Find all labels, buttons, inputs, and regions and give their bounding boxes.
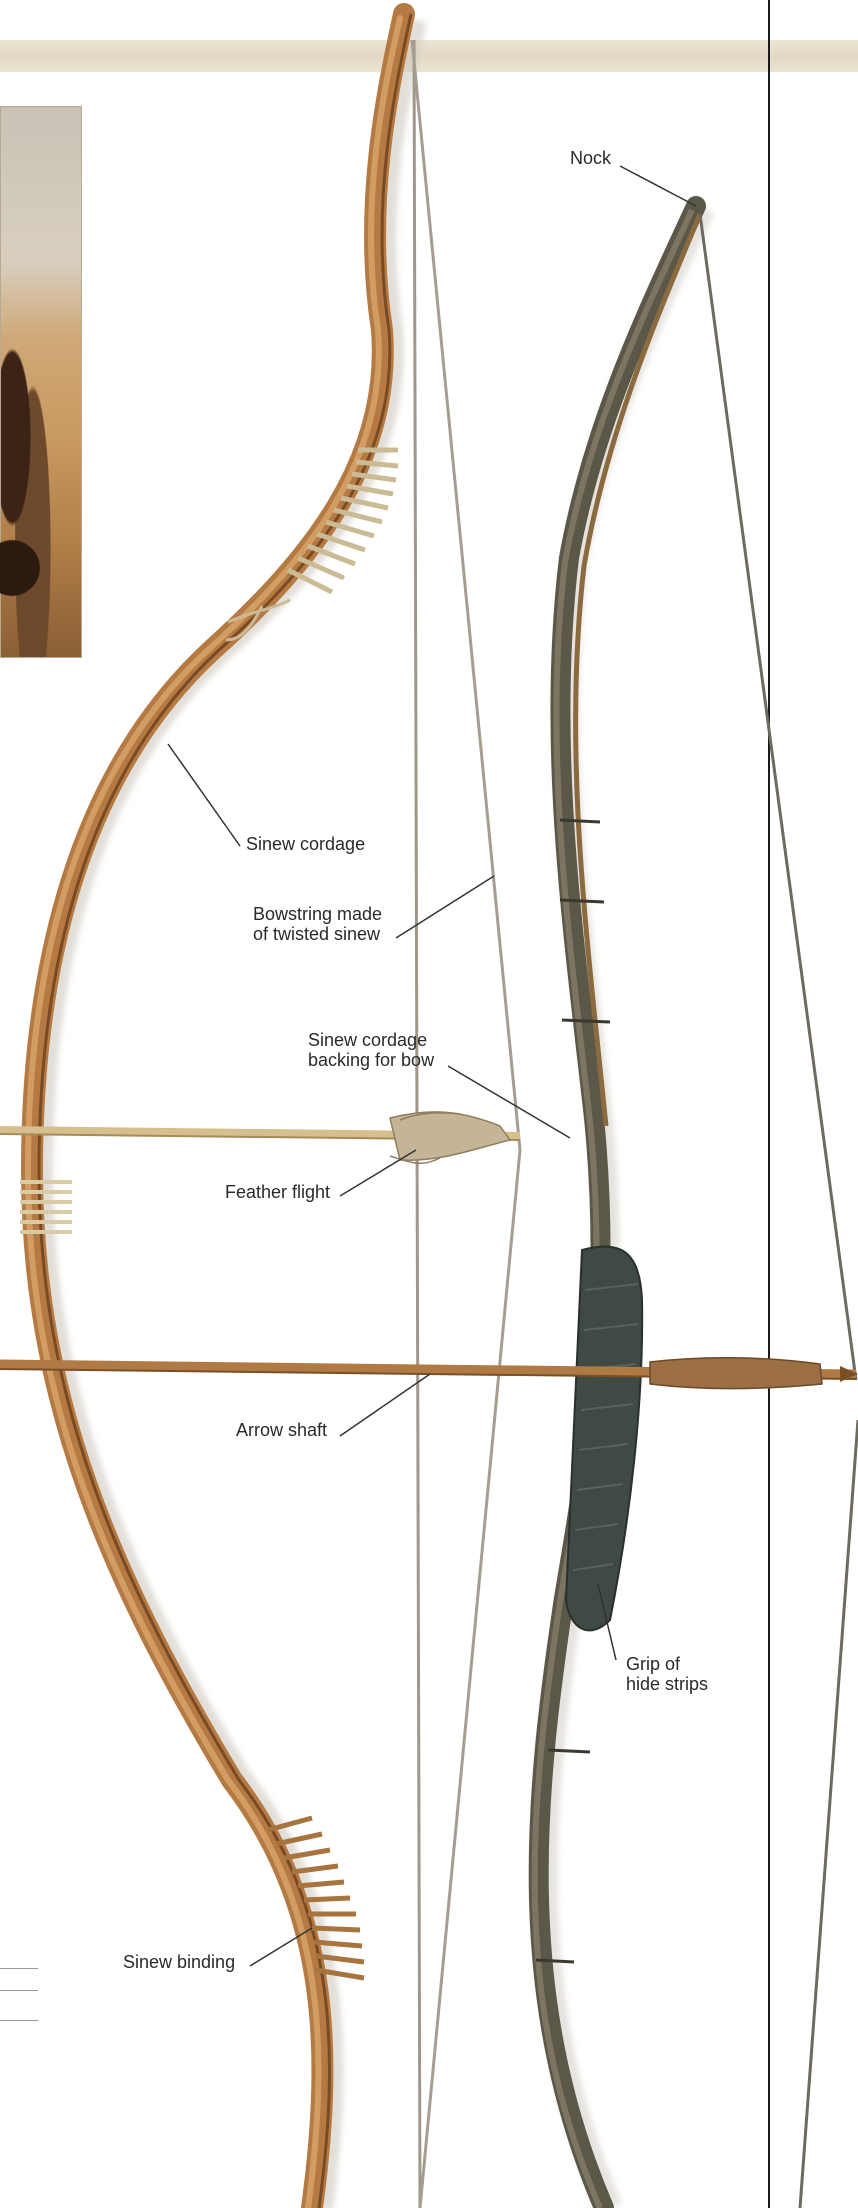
- bow-left-highlight: [28, 18, 400, 2208]
- bow-left-edge: [39, 14, 411, 2208]
- bow-right-shadow: [545, 208, 702, 2208]
- bow-right-grip: [566, 1247, 642, 1631]
- caption-rule: [0, 1990, 38, 1991]
- caption-rule: [0, 1968, 38, 1969]
- callout-bowstring: Bowstring made of twisted sinew: [253, 904, 382, 944]
- leader-nock: [620, 166, 696, 206]
- callout-feather-flight: Feather flight: [225, 1182, 330, 1202]
- arrow-upper-fletching: [390, 1112, 510, 1160]
- callout-sinew-backing: Sinew cordage backing for bow: [308, 1030, 434, 1070]
- caption-rule: [0, 2020, 38, 2021]
- arrow-lower-fletching: [650, 1358, 822, 1389]
- callout-arrow-shaft: Arrow shaft: [236, 1420, 327, 1440]
- bowstring-right: [700, 214, 858, 2208]
- bow-left: [32, 14, 404, 2208]
- bow-left-shadow: [40, 20, 414, 2208]
- leader-bowstring: [396, 876, 494, 938]
- callout-sinew-binding: Sinew binding: [123, 1952, 235, 1972]
- callout-grip: Grip of hide strips: [626, 1654, 708, 1694]
- leader-sinew-cordage: [168, 744, 240, 846]
- leader-feather-flight: [340, 1150, 416, 1196]
- callout-sinew-cordage: Sinew cordage: [246, 834, 365, 854]
- callout-nock: Nock: [570, 148, 611, 168]
